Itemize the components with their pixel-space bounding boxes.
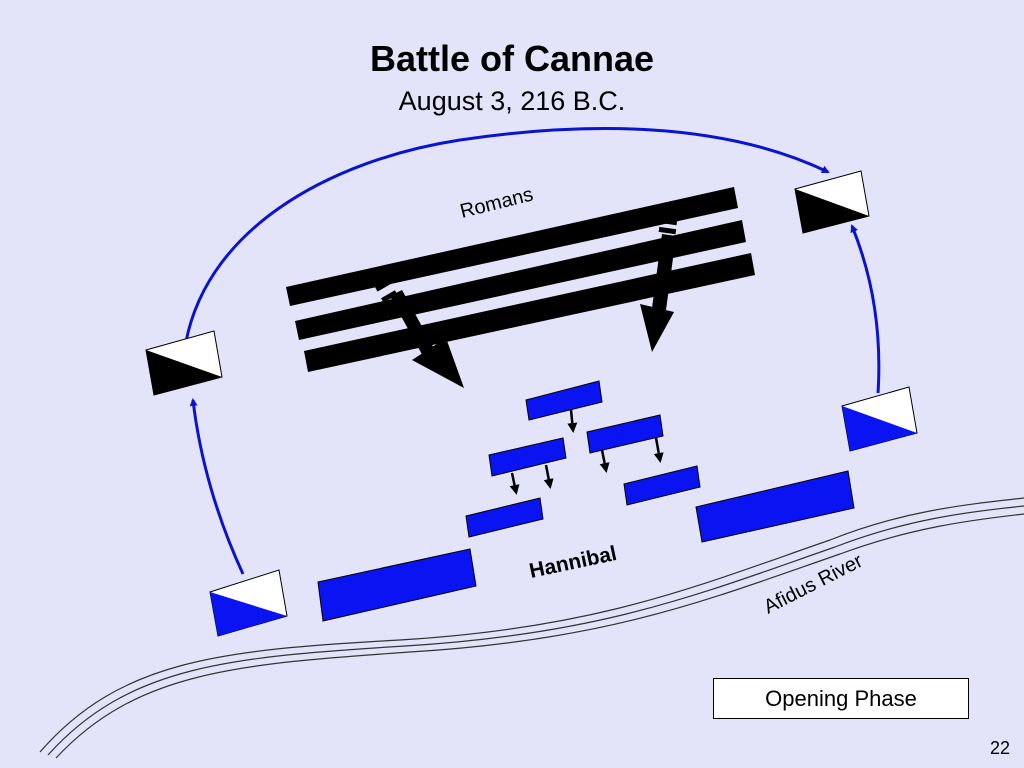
- carthaginian-units: [317, 380, 855, 622]
- phase-label: Opening Phase: [765, 685, 917, 711]
- roman-advance-arrow-right: [640, 217, 678, 352]
- carthaginian-heavy-cavalry-left: [317, 548, 477, 622]
- route-encirclement: [182, 127, 830, 355]
- roman-cavalry-right: [794, 170, 870, 234]
- carthaginian-cavalry-marker-left: [209, 569, 288, 637]
- roman-line-front: [286, 187, 738, 306]
- slide-subtitle: August 3, 216 B.C.: [398, 86, 626, 116]
- carthaginian-advance-arrows: [509, 409, 664, 495]
- carthaginian-cavalry-right: [695, 470, 855, 543]
- hannibal-label: Hannibal: [527, 542, 619, 583]
- romans-label: Romans: [458, 183, 536, 222]
- cavalry-routes: [182, 127, 881, 575]
- page-number: 22: [989, 738, 1010, 758]
- carthaginian-cavalry-marker-right: [841, 386, 918, 452]
- carthaginian-unit-left-inner: [465, 497, 544, 538]
- roman-cavalry-left: [145, 330, 223, 396]
- roman-advance-arrows: [375, 217, 678, 388]
- carthaginian-unit-right-inner: [623, 465, 701, 506]
- route-left-flank: [189, 398, 245, 575]
- roman-advance-arrow-left: [375, 279, 464, 388]
- route-right-flank: [850, 224, 881, 394]
- roman-lines: [286, 187, 755, 372]
- carthaginian-unit-center-left: [488, 437, 567, 477]
- afidus-river: [39, 497, 1024, 759]
- carthaginian-unit-center-right: [586, 414, 664, 454]
- slide-title: Battle of Cannae: [369, 38, 655, 79]
- river-label: Afidus River: [760, 550, 866, 619]
- phase-label-box: Opening Phase: [713, 678, 969, 719]
- carthaginian-unit-center-front: [525, 380, 603, 421]
